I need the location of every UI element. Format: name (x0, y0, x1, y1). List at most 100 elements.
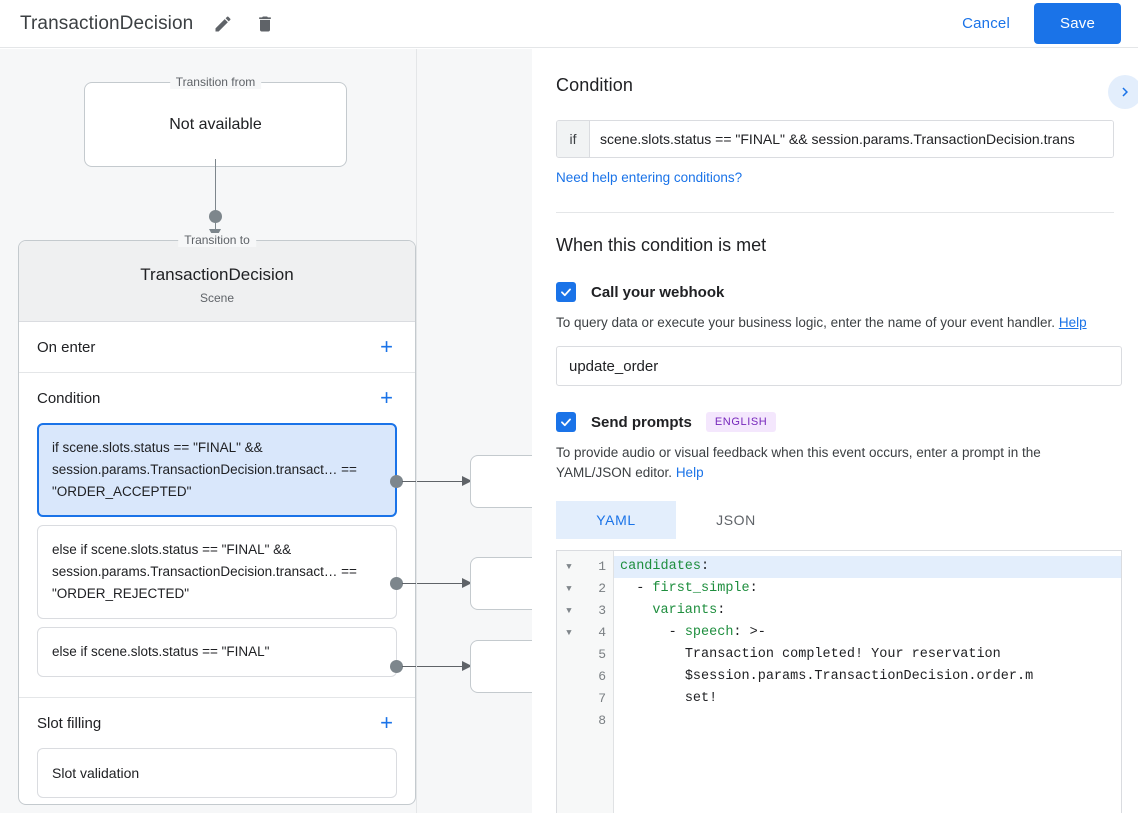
add-on-enter-button[interactable]: + (380, 334, 393, 359)
line-number: 8 (598, 713, 606, 728)
editor-line: Transaction completed! Your reservation (684, 647, 1001, 662)
chevron-right-icon[interactable] (1108, 75, 1138, 109)
transition-from-box: Transition from Not available (84, 75, 347, 167)
fold-toggle-2[interactable]: ▼ (566, 584, 572, 594)
fold-spacer-5 (557, 644, 581, 666)
tab-yaml[interactable]: YAML (556, 501, 676, 539)
slot-filling-list: Slot validation (37, 748, 397, 810)
editor-line: - speech: >- (620, 625, 766, 640)
section-condition: Condition + if scene.slots.status == "FI… (19, 373, 415, 698)
if-label: if (557, 121, 590, 157)
tab-json[interactable]: JSON (716, 512, 756, 528)
send-prompts-checkbox[interactable] (556, 412, 576, 432)
trash-icon[interactable] (253, 12, 277, 36)
fold-spacer-7 (557, 688, 581, 710)
language-badge: ENGLISH (705, 412, 777, 432)
editor-line (614, 710, 1121, 732)
condition-list: if scene.slots.status == "FINAL" && sess… (37, 423, 397, 697)
when-condition-met-section: When this condition is met Call your web… (532, 213, 1138, 813)
header-actions: Cancel Save (946, 3, 1138, 44)
webhook-help-link[interactable]: Help (1058, 315, 1087, 330)
scene-graph-canvas: Transition from Not available Transition… (0, 49, 532, 813)
section-condition-title: Condition (37, 389, 101, 407)
prompts-help-link[interactable]: Help (675, 465, 704, 480)
condition-expression-input[interactable] (590, 121, 1113, 157)
editor-line: candidates: (614, 556, 1121, 578)
editor-line: set! (684, 691, 718, 706)
edge-line (402, 583, 464, 584)
when-condition-met-title: When this condition is met (556, 235, 767, 255)
condition-card-rejected[interactable]: else if scene.slots.status == "FINAL" &&… (37, 525, 397, 619)
transition-from-value: Not available (169, 115, 262, 133)
section-slot-filling-title: Slot filling (37, 714, 102, 732)
editor-code-area[interactable]: candidates: - first_simple: variants: - … (614, 550, 1121, 813)
transition-from-legend: Transition from (169, 75, 262, 89)
call-webhook-label: Call your webhook (591, 283, 725, 301)
editor-format-tabs: YAML JSON (556, 501, 1114, 539)
edge-dot (390, 660, 403, 673)
editor-line: $session.params.TransactionDecision.orde… (684, 669, 1034, 684)
condition-section-title: Condition (556, 75, 633, 95)
fold-toggle-1[interactable]: ▼ (566, 562, 572, 572)
section-on-enter-header: On enter + (37, 322, 397, 372)
section-slot-filling-header: Slot filling + (37, 698, 397, 748)
need-help-conditions-link[interactable]: Need help entering conditions? (556, 170, 743, 185)
add-slot-filling-button[interactable]: + (380, 710, 393, 735)
fold-toggle-3[interactable]: ▼ (566, 606, 572, 616)
pencil-icon[interactable] (211, 12, 235, 36)
edge-arrow-icon (462, 476, 472, 486)
save-button[interactable]: Save (1034, 3, 1121, 44)
line-number: 2 (598, 581, 606, 596)
page-title: TransactionDecision (20, 12, 194, 34)
scene-name: TransactionDecision (140, 265, 294, 284)
fold-spacer-8 (557, 710, 581, 732)
send-prompts-row: Send prompts ENGLISH (556, 412, 1114, 432)
section-on-enter: On enter + (19, 322, 415, 373)
line-number: 6 (598, 669, 606, 684)
transition-to-box: Transition to TransactionDecision Scene … (18, 233, 416, 805)
details-panel: Condition if Need help entering conditio… (532, 49, 1138, 813)
target-box-final[interactable] (470, 640, 532, 693)
yaml-editor[interactable]: ▼ ▼ ▼ ▼ 1 2 3 4 5 6 7 8 candidates: - fi… (556, 550, 1122, 813)
line-number: 3 (598, 603, 606, 618)
editor-line: variants: (652, 603, 726, 618)
webhook-handler-input[interactable] (556, 346, 1122, 386)
panel-divider (556, 212, 1114, 213)
add-condition-button[interactable]: + (380, 385, 393, 410)
edge-dot (390, 475, 403, 488)
prompts-description-text: To provide audio or visual feedback when… (556, 445, 1041, 480)
target-box-accepted[interactable] (470, 455, 532, 508)
fold-spacer-6 (557, 666, 581, 688)
edge-line (402, 666, 464, 667)
cancel-button[interactable]: Cancel (946, 7, 1026, 40)
edge-arrow-icon (462, 661, 472, 671)
condition-section: Condition if Need help entering conditio… (532, 49, 1138, 213)
section-slot-filling: Slot filling + Slot validation (19, 698, 415, 810)
canvas-vertical-divider (416, 49, 417, 813)
target-box-rejected[interactable] (470, 557, 532, 610)
condition-card-accepted[interactable]: if scene.slots.status == "FINAL" && sess… (37, 423, 397, 517)
editor-line-numbers: 1 2 3 4 5 6 7 8 (581, 550, 614, 813)
edge-arrow-icon (462, 578, 472, 588)
call-webhook-checkbox[interactable] (556, 282, 576, 302)
send-prompts-label: Send prompts (591, 413, 692, 431)
section-on-enter-title: On enter (37, 338, 96, 356)
connector-line (215, 159, 216, 234)
line-number: 7 (598, 691, 606, 706)
webhook-description: To query data or execute your business l… (556, 313, 1108, 333)
connector-dot (209, 210, 222, 223)
condition-card-final[interactable]: else if scene.slots.status == "FINAL" (37, 627, 397, 677)
line-number: 1 (598, 559, 606, 574)
webhook-description-text: To query data or execute your business l… (556, 315, 1056, 330)
editor-line: - first_simple: (620, 581, 758, 596)
condition-if-row: if (556, 120, 1114, 158)
scene-type: Scene (199, 291, 235, 305)
edge-line (402, 481, 464, 482)
edge-dot (390, 577, 403, 590)
transition-to-legend: Transition to (178, 233, 256, 247)
line-number: 5 (598, 647, 606, 662)
fold-toggle-4[interactable]: ▼ (566, 628, 572, 638)
slot-validation-card[interactable]: Slot validation (37, 748, 397, 798)
line-number: 4 (598, 625, 606, 640)
scene-header: TransactionDecision Scene (19, 241, 415, 322)
